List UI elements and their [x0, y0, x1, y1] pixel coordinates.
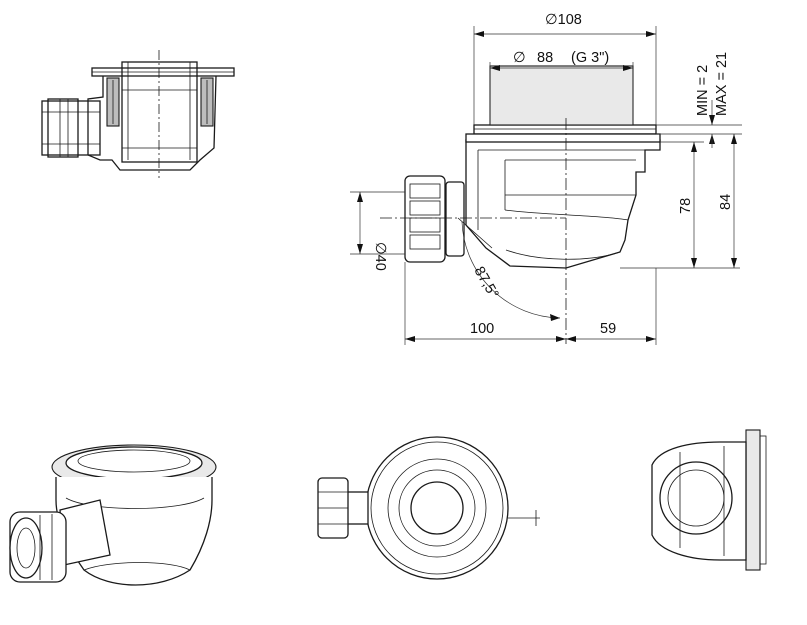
inner-diameter-symbol: ∅	[513, 50, 526, 66]
min-label: MIN = 2	[695, 65, 711, 116]
perspective-view	[9, 444, 217, 586]
dimensioned-side-view: ∅108 ∅ 88 (G 3") MIN = 2 MAX = 21 78 84	[350, 12, 742, 345]
section-view	[41, 50, 235, 178]
max-label: MAX = 21	[714, 52, 730, 116]
angle-label: 87,5°	[471, 264, 502, 301]
length-100-label: 100	[470, 321, 494, 337]
inner-diameter-label: 88	[537, 50, 553, 66]
outer-diameter-label: ∅108	[545, 12, 582, 28]
length-59-label: 59	[600, 321, 616, 337]
end-view	[651, 429, 767, 571]
thread-label: (G 3")	[571, 50, 609, 66]
height-78-label: 78	[678, 198, 694, 214]
height-84-label: 84	[718, 194, 734, 210]
top-view	[317, 436, 540, 580]
outlet-diameter-label: ∅40	[372, 242, 388, 271]
